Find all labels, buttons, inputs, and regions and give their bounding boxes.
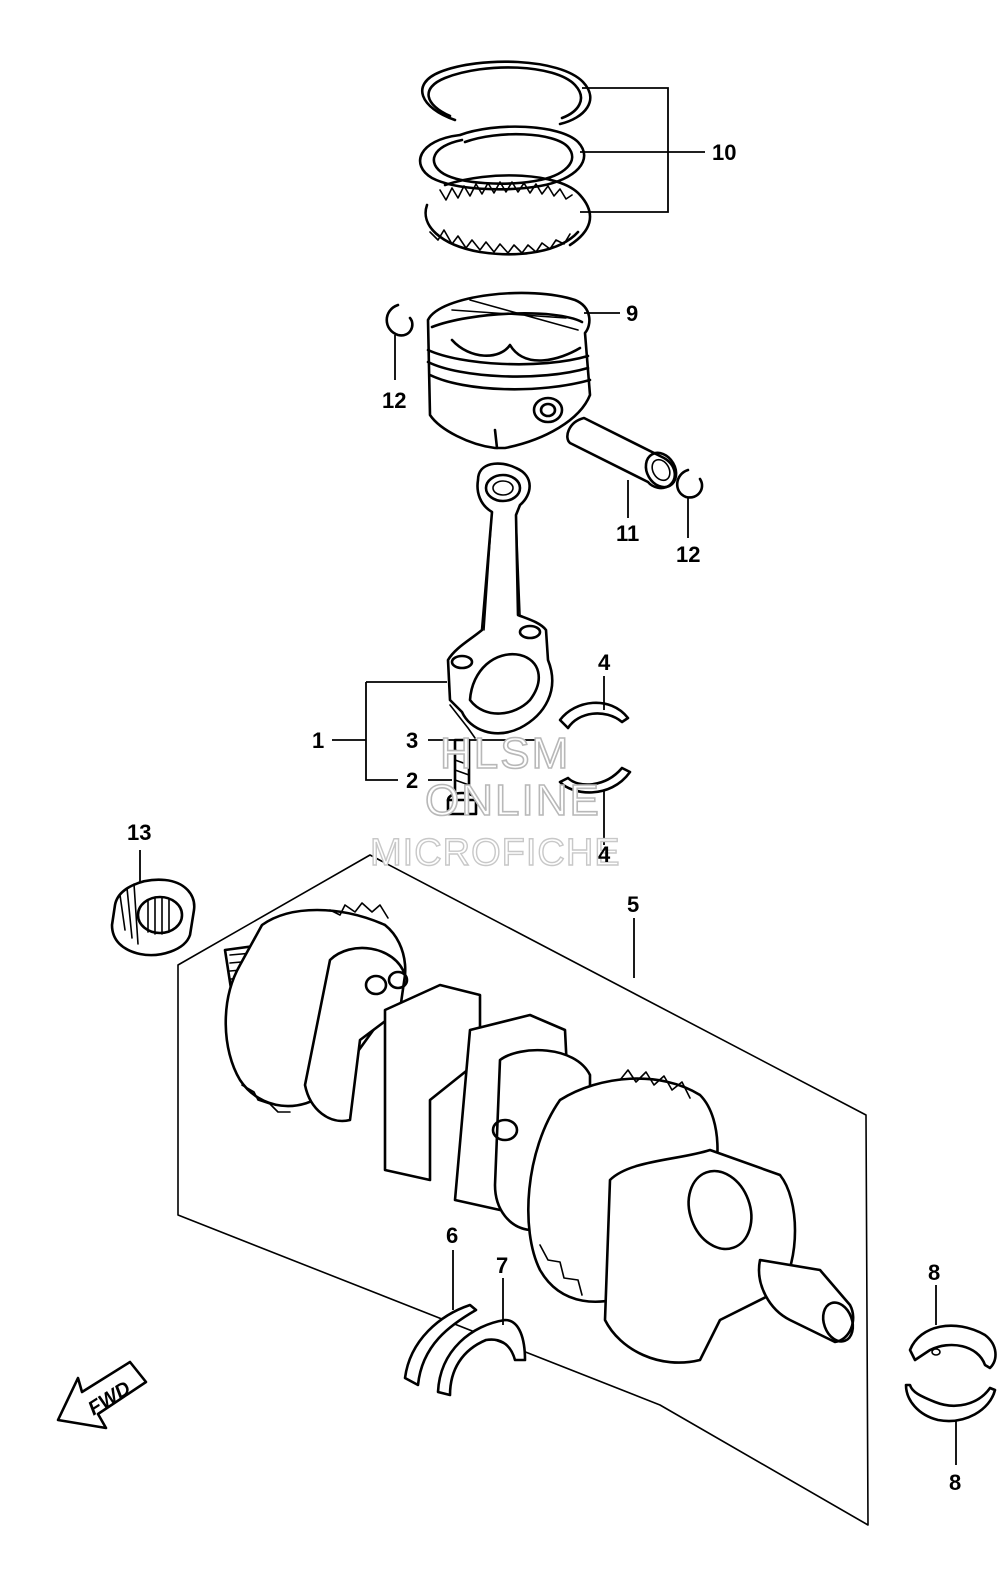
callout-10: 10 (712, 140, 736, 165)
callout-7: 7 (496, 1253, 508, 1278)
thrust-bearing-right[interactable] (436, 1318, 527, 1397)
crankshaft[interactable] (223, 902, 858, 1364)
callout-12-left: 12 (382, 388, 406, 413)
fwd-arrow-icon: FWD (56, 1360, 148, 1430)
conrod-bolt[interactable] (446, 738, 478, 816)
thrust-bearing-left[interactable] (403, 1303, 478, 1387)
conrod-bearing-upper[interactable] (558, 701, 630, 730)
watermark-line-2: ONLINE (425, 776, 601, 825)
callout-8-upper: 8 (928, 1260, 940, 1285)
piston-pin-circlip-left[interactable] (385, 303, 414, 337)
watermark-line-3: MICROFICHE (370, 832, 621, 874)
callout-8-lower: 8 (949, 1470, 961, 1495)
crankshaft-main-bearing[interactable] (904, 1324, 997, 1423)
callout-9: 9 (626, 301, 638, 326)
callout-6: 6 (446, 1223, 458, 1248)
callout-2: 2 (406, 768, 418, 793)
callout-1: 1 (312, 728, 324, 753)
callout-labels: 10 9 12 11 12 4 1 3 2 13 4 5 6 7 8 8 (127, 140, 961, 1495)
connecting-rod[interactable] (446, 462, 554, 739)
watermark-line-1: HLSM (440, 729, 570, 778)
watermark: HLSM ONLINE MICROFICHE (369, 728, 621, 875)
piston-rings[interactable] (418, 60, 592, 256)
callout-13: 13 (127, 820, 151, 845)
callout-5: 5 (627, 892, 639, 917)
callout-11: 11 (616, 521, 639, 546)
conrod-bearing-lower[interactable] (558, 766, 632, 794)
callout-3: 3 (406, 728, 418, 753)
piston-pin-circlip-right[interactable] (675, 468, 704, 499)
needle-bearing[interactable] (110, 878, 196, 957)
callout-4-upper: 4 (598, 650, 611, 675)
crankshaft-assembly-box (177, 854, 869, 1526)
callout-4-lower: 4 (598, 842, 611, 867)
callout-12-right: 12 (676, 542, 700, 567)
piston-pin[interactable] (566, 416, 682, 493)
leader-lines (139, 87, 957, 1465)
piston[interactable] (426, 291, 592, 450)
